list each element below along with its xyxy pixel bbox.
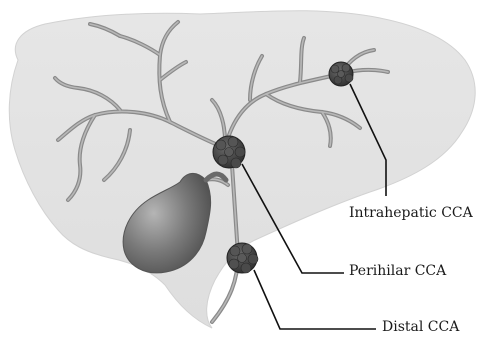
perihilar-cca-label: Perihilar CCA (349, 264, 446, 278)
tumor-distal (227, 243, 258, 273)
tumor-perihilar (213, 136, 245, 168)
tumor-intrahepatic (329, 62, 353, 86)
distal-cca-label: Distal CCA (382, 320, 459, 334)
intrahepatic-cca-label: Intrahepatic CCA (349, 206, 473, 220)
